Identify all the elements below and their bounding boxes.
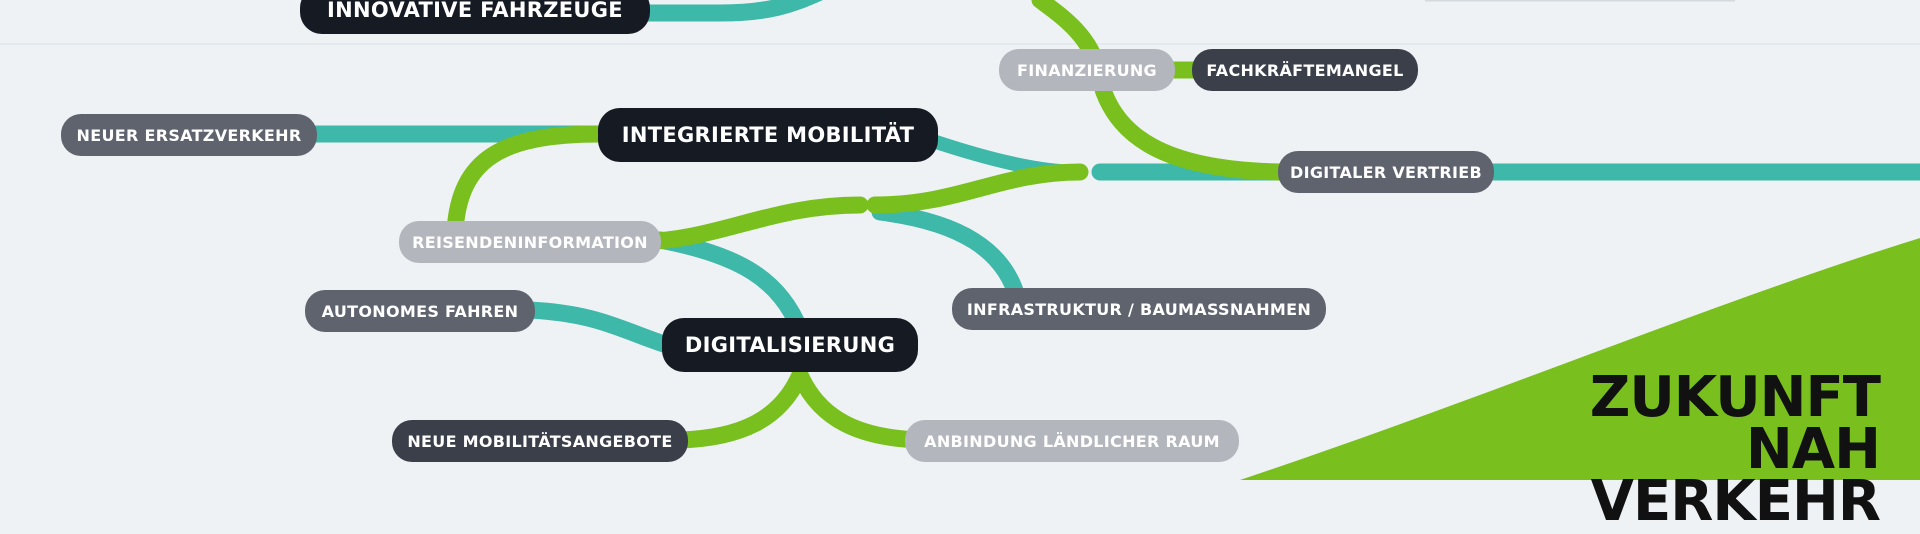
- line-integrierte-to-reisenden: [446, 125, 609, 239]
- node-integrierte-mobilitaet: INTEGRIERTE MOBILITÄT: [598, 108, 938, 162]
- node-digitalisierung: DIGITALISIERUNG: [662, 318, 918, 372]
- node-neue-mobilitaetsangebote: NEUE MOBILITÄTSANGEBOTE: [392, 420, 688, 462]
- line-finanz-to-vertrieb: [1089, 61, 1289, 181]
- line-reisenden-to-digital: [651, 231, 809, 339]
- network-diagram-background: [301, 0, 1920, 480]
- node-anbindung-laendlicher-raum: ANBINDUNG LÄNDLICHER RAUM: [905, 420, 1239, 462]
- node-digitaler-vertrieb: DIGITALER VERTRIEB: [1278, 151, 1494, 193]
- node-finanzierung: FINANZIERUNG: [999, 49, 1175, 91]
- line-digital-to-anbindung: [791, 366, 929, 449]
- slogan-line-3: VERKEHR: [1590, 469, 1881, 534]
- slogan-line-1: ZUKUNFT: [1589, 365, 1881, 430]
- node-neuer-ersatzverkehr: NEUER ERSATZVERKEHR: [61, 114, 317, 156]
- line-infra: [871, 203, 1027, 309]
- line-autonom: [521, 301, 679, 355]
- node-infrastruktur-baumassnahmen: INFRASTRUKTUR / BAUMASSNAHMEN: [952, 288, 1326, 330]
- slogan-line-2: NAH: [1745, 417, 1881, 482]
- node-reisendeninformation: REISENDENINFORMATION: [399, 221, 661, 263]
- slogan-zukunft-nah-verkehr: ZUKUNFT NAH VERKEHR: [1560, 365, 1881, 534]
- node-innovative-fahrzeuge: INNOVATIVE FAHRZEUGE: [300, 0, 650, 34]
- line-hub2-to-hub: [866, 163, 1089, 214]
- node-autonomes-fahren: AUTONOMES FAHREN: [305, 290, 535, 332]
- line-digital-to-mobil: [671, 366, 809, 449]
- green-slope-shape: [1240, 238, 1920, 480]
- line-innovative-top: [631, 0, 824, 22]
- line-reisenden-to-hub: [631, 196, 869, 251]
- node-fachkraeftemangel: FACHKRÄFTEMANGEL: [1192, 49, 1418, 91]
